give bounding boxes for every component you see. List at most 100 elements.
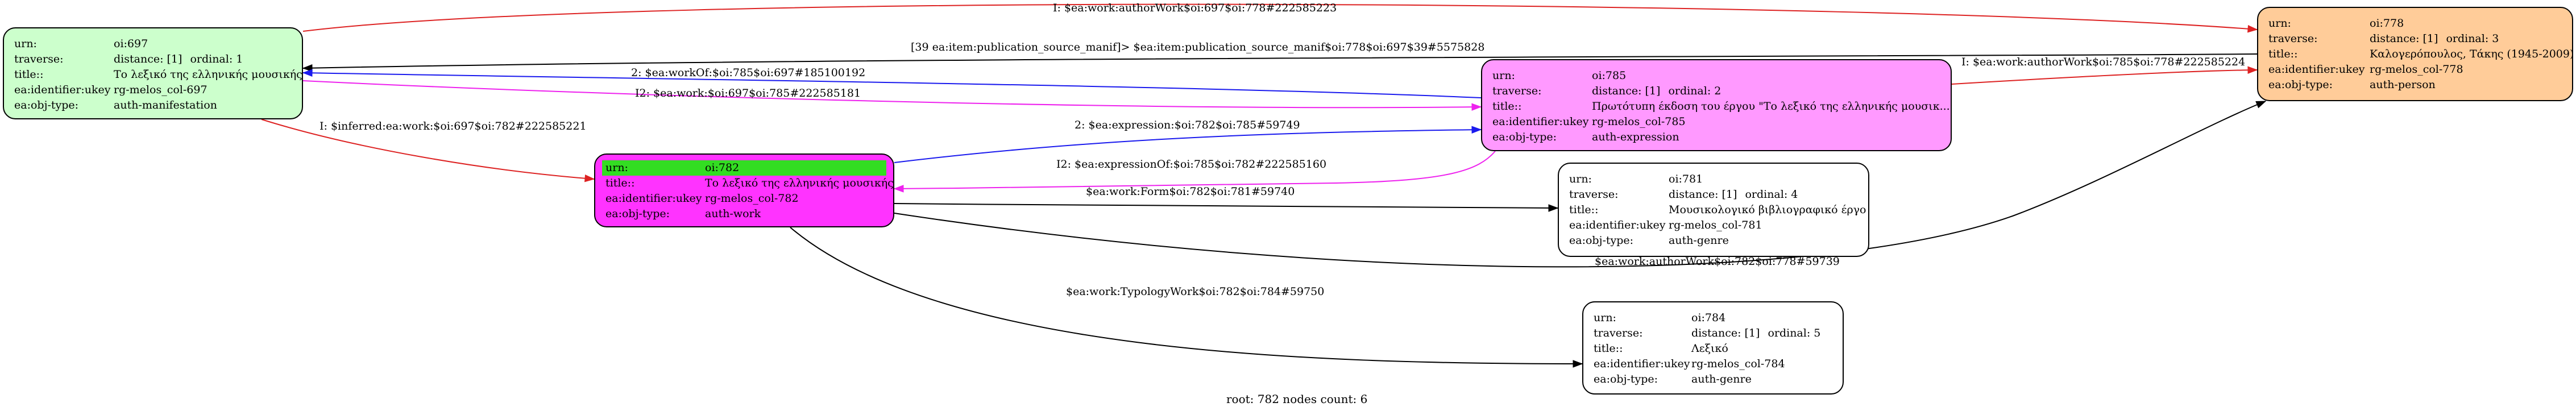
edge-form-782-781 — [894, 203, 1558, 209]
node-oi-697[interactable]: urn: oi:697 traverse: distance: [1] ordinal… — [3, 27, 303, 119]
urn-value: oi:782 — [705, 161, 740, 174]
edge-authorwork-785-778-arrowhead — [2247, 66, 2258, 74]
traverse-distance: distance: [1] — [1669, 188, 1737, 201]
edge-work-697-785 — [302, 80, 1482, 109]
ukey-value: rg-melos_col-697 — [114, 84, 208, 96]
node-oi-784[interactable]: urn: oi:784 traverse: distance: [1] ordinal… — [1582, 301, 1844, 395]
urn-value: oi:781 — [1669, 173, 1703, 185]
traverse-key: traverse: — [1594, 327, 1643, 339]
title-value: Το λεξικό της ελληνικής μουσικής — [705, 177, 894, 189]
edge-authorwork-785-778 — [1951, 69, 2258, 85]
ukey-value: rg-melos_col-784 — [1691, 358, 1785, 370]
edge-publication-source-778-697 — [302, 53, 2258, 69]
node-oi-782-root[interactable]: urn: oi:782 title::Το λεξικό της ελληνική… — [594, 153, 894, 227]
edge-workof-785-697-arrowhead — [302, 69, 313, 77]
title-value: Καλογερόπουλος, Τάκης (1945-2009) — [2370, 48, 2574, 60]
ukey-value: rg-melos_col-778 — [2370, 63, 2463, 76]
urn-key: urn: — [2268, 17, 2291, 30]
objtype-value: auth-person — [2370, 78, 2436, 91]
edge-label-expressionof-785-782: I2: $ea:expressionOf:$oi:785$oi:782#2225… — [1056, 158, 1327, 171]
edge-expressionof-785-782-arrowhead — [893, 185, 904, 193]
edge-label-form-782-781: $ea:work:Form$oi:782$oi:781#59740 — [1086, 185, 1295, 198]
edge-expression-782-785 — [894, 129, 1482, 163]
traverse-distance: distance: [1] — [1592, 85, 1661, 97]
objtype-key: ea:obj-type: — [2268, 78, 2333, 91]
edge-publication-source-778-697-arrowhead — [302, 64, 313, 72]
edge-label-typologywork-782-784: $ea:work:TypologyWork$oi:782$oi:784#5975… — [1066, 285, 1325, 298]
urn-value: oi:784 — [1691, 312, 1726, 324]
edge-label-work-697-785: I2: $ea:work:$oi:697$oi:785#222585181 — [635, 87, 861, 99]
urn-value: oi:778 — [2370, 17, 2404, 30]
edge-expression-782-785-arrowhead — [1471, 126, 1482, 134]
ukey-key: ea:identifier:ukey — [14, 84, 111, 96]
edge-label-expression-782-785: 2: $ea:expression:$oi:782$oi:785#59749 — [1075, 119, 1300, 131]
traverse-ordinal: ordinal: 4 — [1745, 188, 1798, 201]
ukey-key: ea:identifier:ukey — [1492, 115, 1589, 128]
urn-key: urn: — [1594, 312, 1616, 324]
edge-authorwork-782-778-arrowhead — [2255, 101, 2267, 109]
ukey-value: rg-melos_col-782 — [705, 192, 799, 205]
ukey-value: rg-melos_col-781 — [1669, 219, 1762, 231]
title-value: Λεξικό — [1691, 342, 1728, 355]
objtype-value: auth-work — [705, 207, 761, 220]
urn-key: urn: — [14, 38, 37, 50]
edge-expressionof-785-782 — [894, 151, 1496, 189]
title-key: title:: — [2268, 48, 2298, 60]
graph-footer: root: 782 nodes count: 6 — [1226, 392, 1368, 406]
edge-authorwork-697-778 — [302, 3, 2258, 32]
urn-value: oi:697 — [114, 38, 148, 50]
traverse-distance: distance: [1] — [114, 53, 182, 65]
traverse-ordinal: ordinal: 1 — [190, 53, 243, 65]
ukey-value: rg-melos_col-785 — [1592, 115, 1686, 128]
ukey-key: ea:identifier:ukey — [1594, 358, 1690, 370]
urn-key: urn: — [605, 161, 628, 174]
ukey-key: ea:identifier:ukey — [605, 192, 702, 205]
edge-label-workof-785-697: 2: $ea:workOf:$oi:785$oi:697#185100192 — [631, 67, 866, 79]
objtype-value: auth-expression — [1592, 131, 1679, 143]
ukey-key: ea:identifier:ukey — [2268, 63, 2365, 76]
title-value: Το λεξικό της ελληνικής μουσικής — [114, 68, 302, 81]
urn-value: oi:785 — [1592, 69, 1627, 82]
objtype-key: ea:obj-type: — [1594, 373, 1658, 385]
edge-typologywork-782-784 — [790, 227, 1583, 364]
traverse-distance: distance: [1] — [1691, 327, 1760, 339]
urn-key: urn: — [1569, 173, 1592, 185]
traverse-key: traverse: — [1569, 188, 1619, 201]
traverse-key: traverse: — [2268, 32, 2318, 45]
edge-inferred-work-697-782-arrowhead — [584, 175, 595, 182]
ukey-key: ea:identifier:ukey — [1569, 219, 1666, 231]
edge-label-authorwork-782-778: $ea:work:authorWork$oi:782$oi:778#59739 — [1595, 255, 1840, 268]
objtype-key: ea:obj-type: — [605, 207, 670, 220]
traverse-ordinal: ordinal: 5 — [1768, 327, 1821, 339]
node-oi-785[interactable]: urn:oi:785 traverse:distance: [1]ordinal… — [1481, 59, 1952, 151]
title-key: title:: — [1594, 342, 1623, 355]
objtype-value: auth-manifestation — [114, 99, 217, 111]
traverse-distance: distance: [1] — [2370, 32, 2438, 45]
root-header-row: urn: oi:782 — [602, 160, 886, 176]
traverse-ordinal: ordinal: 3 — [2446, 32, 2499, 45]
title-value: Μουσικολογικό βιβλιογραφικό έργο — [1669, 204, 1866, 216]
objtype-key: ea:obj-type: — [1492, 131, 1557, 143]
edge-work-697-785-arrowhead — [1471, 103, 1482, 111]
edge-label-publication-source-778-697: [39 ea:item:publication_source_manif]> $… — [911, 41, 1485, 53]
objtype-key: ea:obj-type: — [1569, 234, 1634, 247]
edge-typologywork-782-784-arrowhead — [1573, 360, 1583, 368]
edge-label-authorwork-697-778: I: $ea:work:authorWork$oi:697$oi:778#222… — [1053, 2, 1337, 14]
objtype-value: auth-genre — [1691, 373, 1752, 385]
edge-label-inferred-work-697-782: I: $inferred:ea:work:$oi:697$oi:782#2225… — [320, 120, 587, 132]
title-value: Πρωτότυπη έκδοση του έργου "Το λεξικό τη… — [1592, 100, 1950, 113]
title-key: title:: — [605, 177, 635, 189]
urn-key: urn: — [1492, 69, 1515, 82]
title-key: title:: — [1569, 204, 1599, 216]
edge-inferred-work-697-782 — [261, 119, 595, 180]
traverse-key: traverse: — [14, 53, 64, 65]
edge-authorwork-697-778-arrowhead — [2247, 25, 2258, 33]
node-oi-778[interactable]: urn: oi:778 traverse: distance: [1] ordinal… — [2257, 7, 2574, 101]
edge-label-authorwork-785-778: I: $ea:work:authorWork$oi:785$oi:778#222… — [1961, 56, 2246, 68]
title-key: title:: — [1492, 100, 1522, 113]
node-oi-781[interactable]: urn: oi:781 traverse: distance: [1] ordinal… — [1558, 163, 1869, 257]
edge-workof-785-697 — [302, 72, 1482, 98]
edge-form-782-781-arrowhead — [1548, 204, 1559, 212]
traverse-key: traverse: — [1492, 85, 1542, 97]
